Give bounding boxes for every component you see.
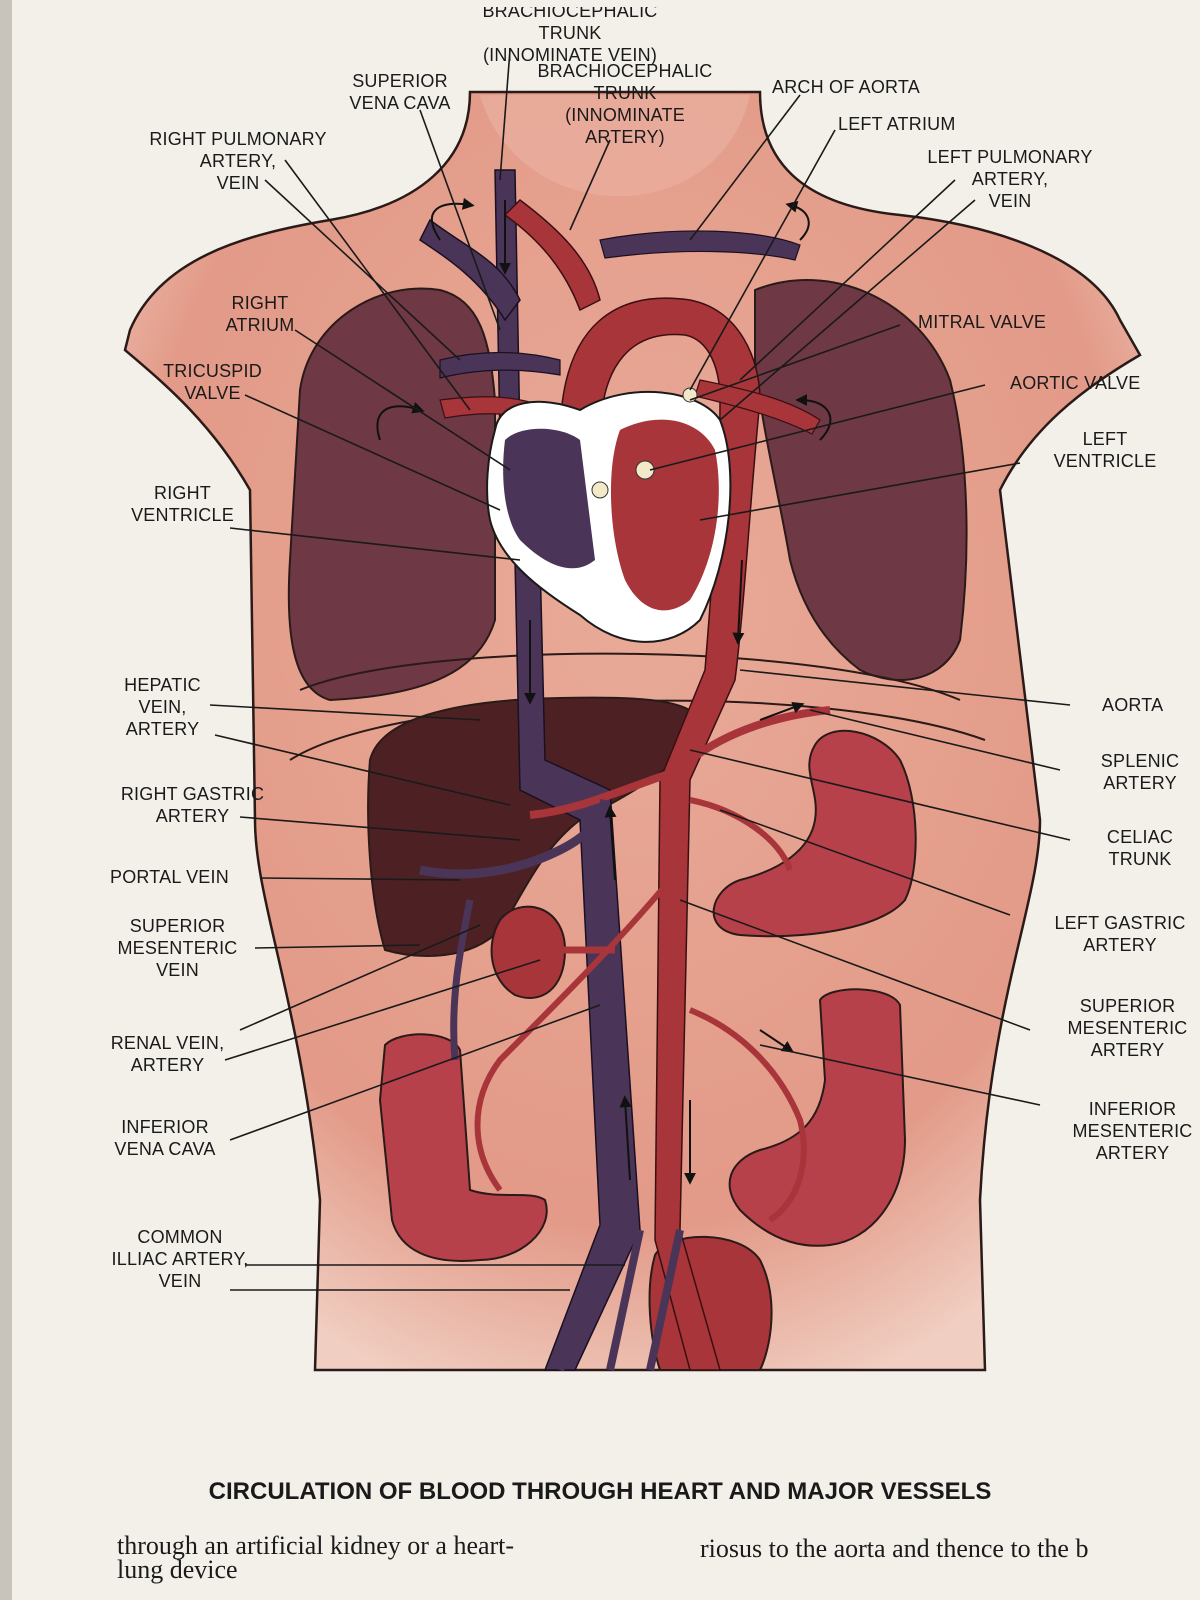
label-right-ventricle: RIGHT VENTRICLE [120,482,245,526]
label-brachiocephalic-artery: BRACHIOCEPHALIC TRUNK (INNOMINATE ARTERY… [525,60,725,148]
label-brachiocephalic-vein: BRACHIOCEPHALIC TRUNK (INNOMINATE VEIN) [470,0,670,66]
body-text-right: riosus to the aorta and thence to the b [700,1537,1195,1561]
label-common-iliac: COMMON ILLIAC ARTERY, VEIN [95,1226,265,1292]
label-hepatic: HEPATIC VEIN, ARTERY [110,674,215,740]
label-left-atrium: LEFT ATRIUM [838,113,956,135]
label-right-gastric: RIGHT GASTRIC ARTERY [110,783,275,827]
label-mitral-valve: MITRAL VALVE [918,311,1046,333]
label-arch-of-aorta: ARCH OF AORTA [772,76,920,98]
label-superior-mesenteric-artery: SUPERIOR MESENTERIC ARTERY [1055,995,1200,1061]
label-aortic-valve: AORTIC VALVE [1010,372,1140,394]
label-inferior-vena-cava: INFERIOR VENA CAVA [100,1116,230,1160]
label-superior-vena-cava: SUPERIOR VENA CAVA [335,70,465,114]
kidney [492,907,565,998]
label-tricuspid-valve: TRICUSPID VALVE [150,360,275,404]
tricuspid-valve-mark [592,482,608,498]
label-superior-mesenteric-vein: SUPERIOR MESENTERIC VEIN [100,915,255,981]
label-portal-vein: PORTAL VEIN [110,866,229,888]
label-inferior-mesenteric-artery: INFERIOR MESENTERIC ARTERY [1065,1098,1200,1164]
label-left-ventricle: LEFT VENTRICLE [1040,428,1170,472]
diagram-caption: CIRCULATION OF BLOOD THROUGH HEART AND M… [0,1478,1200,1506]
label-left-pulmonary: LEFT PULMONARY ARTERY, VEIN [910,146,1110,212]
label-right-atrium: RIGHT ATRIUM [210,292,310,336]
label-aorta: AORTA [1102,694,1163,716]
label-right-pulmonary: RIGHT PULMONARY ARTERY, VEIN [138,128,338,194]
label-celiac-trunk: CELIAC TRUNK [1085,826,1195,870]
label-left-gastric: LEFT GASTRIC ARTERY [1040,912,1200,956]
body-text-left: through an artificial kidney or a heart-… [117,1534,677,1582]
label-splenic-artery: SPLENIC ARTERY [1080,750,1200,794]
label-renal: RENAL VEIN, ARTERY [100,1032,235,1076]
